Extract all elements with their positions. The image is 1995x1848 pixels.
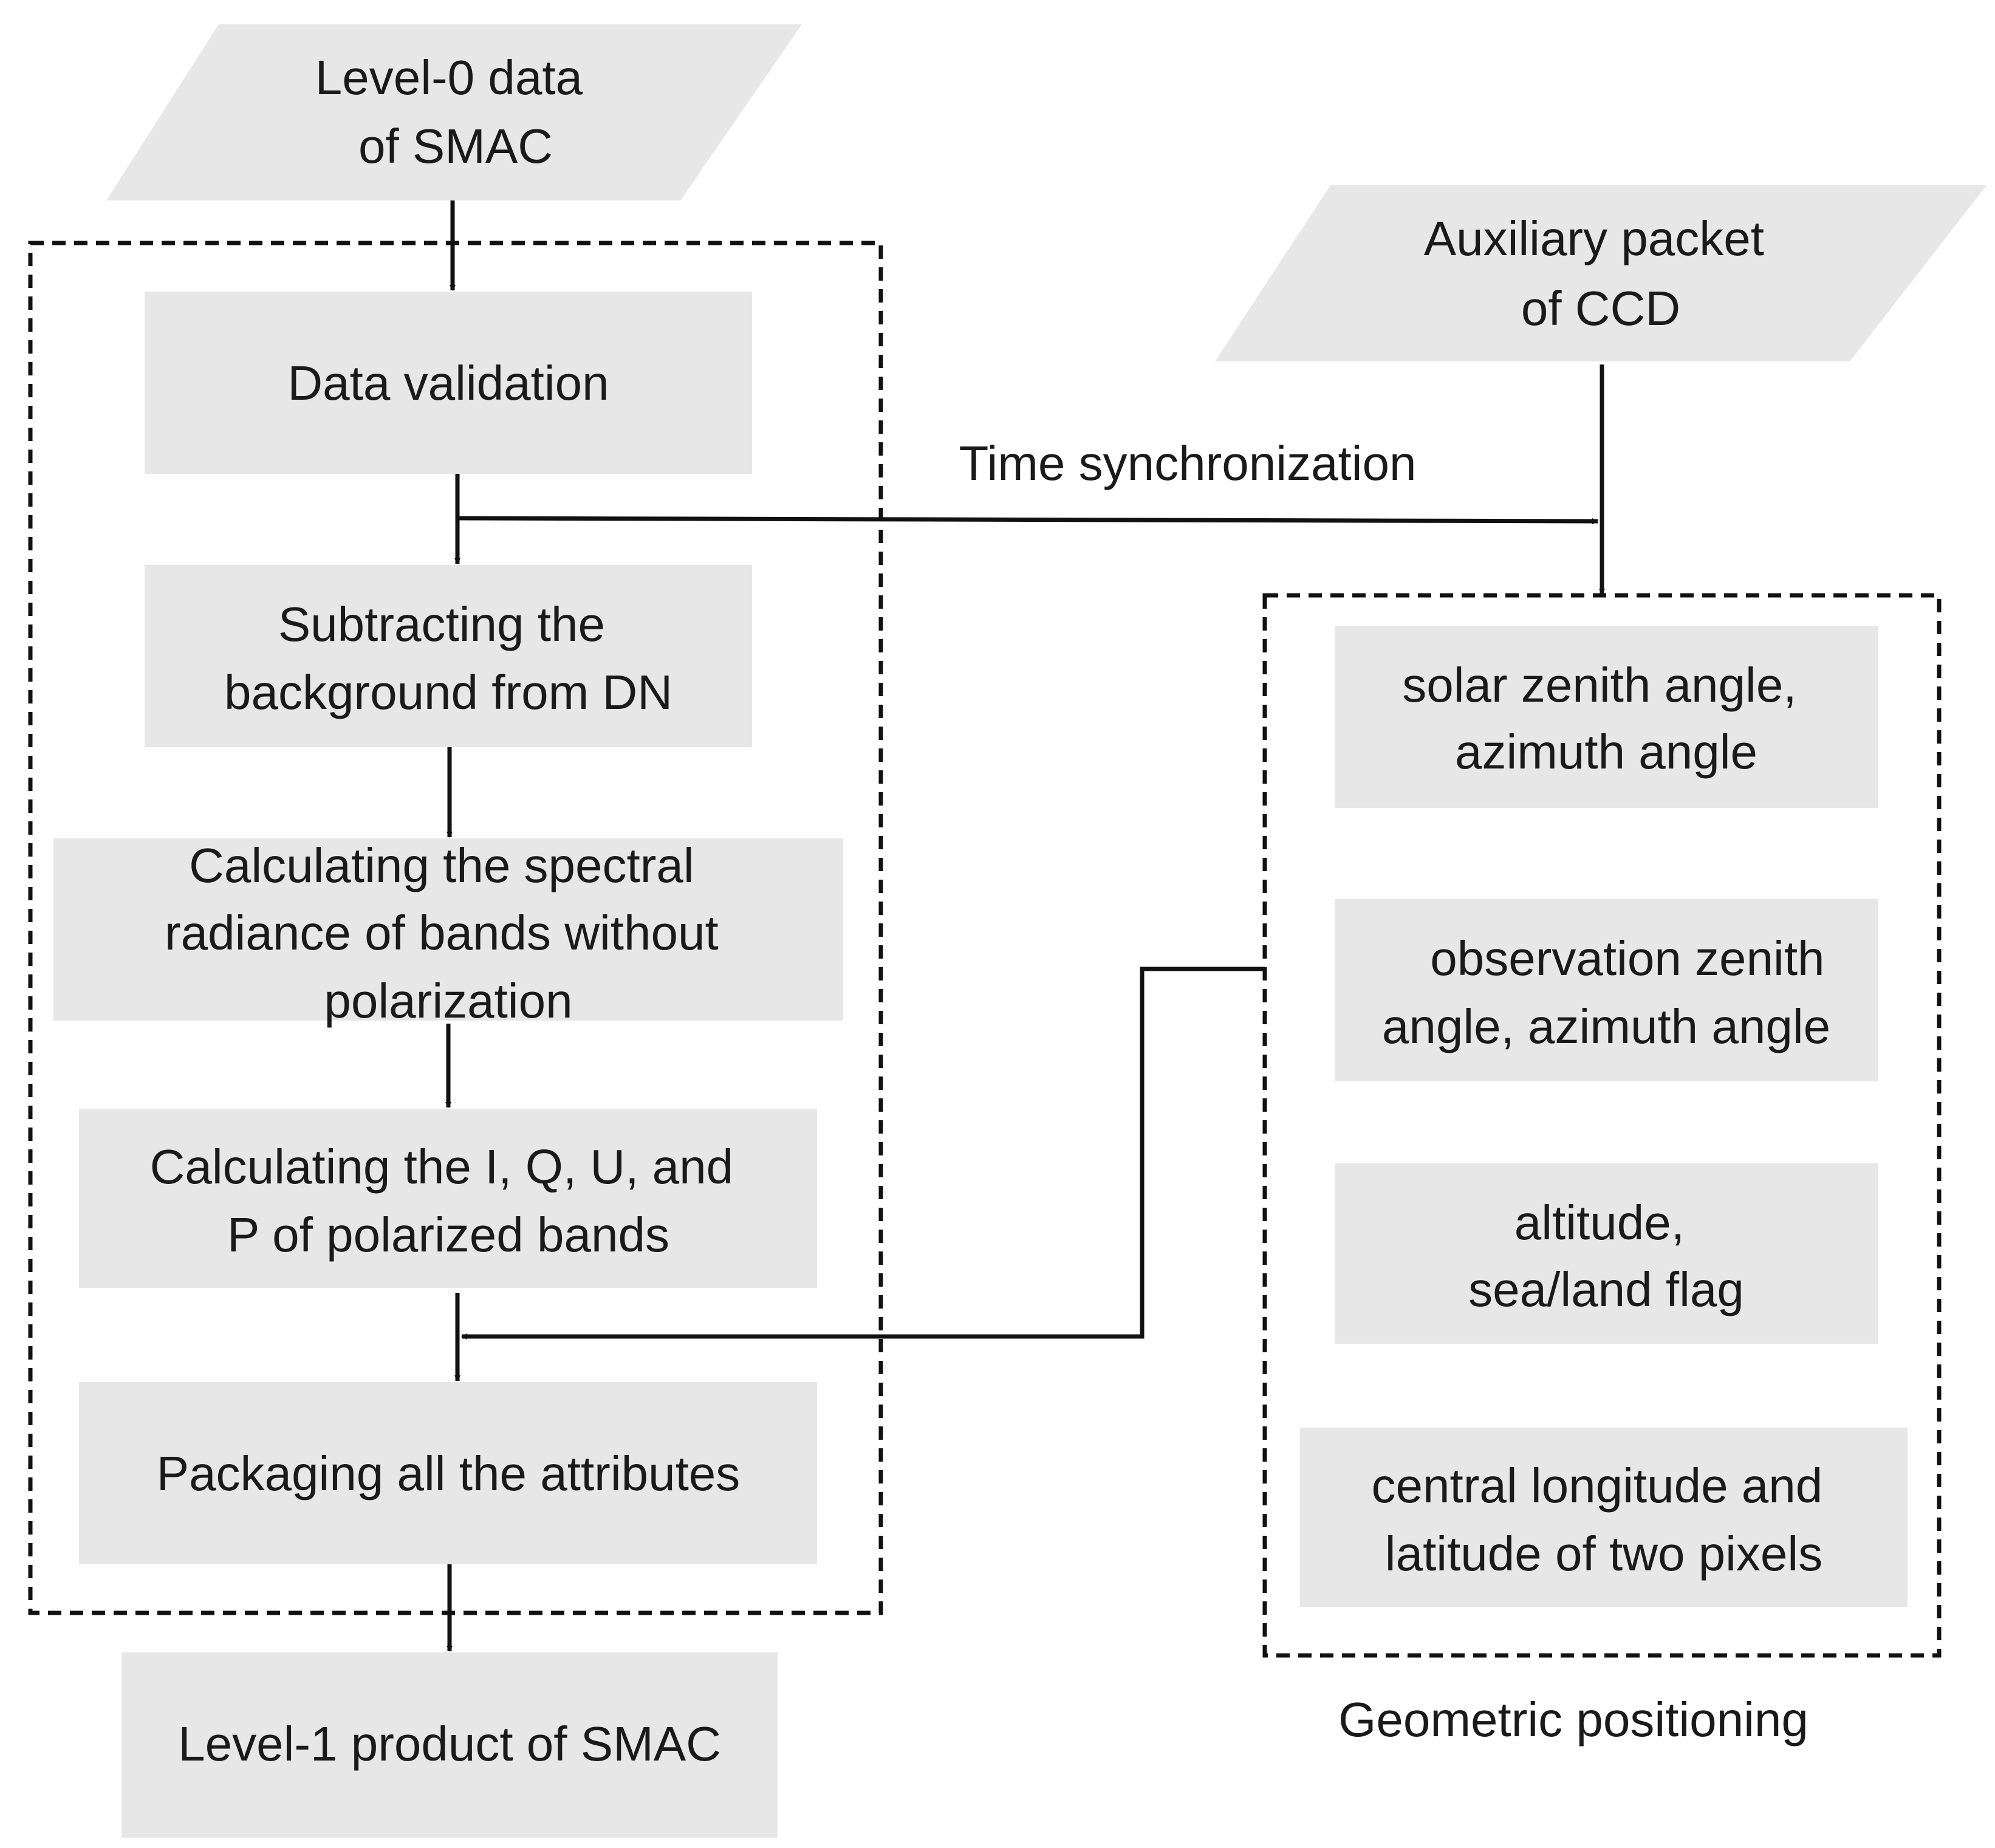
box-shape [1300, 1428, 1908, 1607]
box-shape [79, 1109, 817, 1288]
output-level1-product: Level-1 product of SMAC [121, 1652, 778, 1838]
box-shape [145, 565, 752, 747]
geo-observation-text: observation zenith angle, azimuth angle [1382, 931, 1838, 1053]
step-subtract-background: Subtracting the background from DN [145, 565, 752, 747]
step-iqup-text: Calculating the I, Q, U, and P of polari… [150, 1140, 747, 1262]
step-packaging-text: Packaging all the attributes [157, 1446, 741, 1501]
box-shape [79, 1382, 817, 1564]
input-level0-data: Level-0 data of SMAC [106, 24, 802, 200]
geo-altitude-flag: altitude, sea/land flag [1335, 1163, 1878, 1344]
box-shape [1335, 899, 1878, 1081]
box-shape [121, 1652, 778, 1838]
box-shape [53, 838, 843, 1021]
time-sync-label: Time synchronization [959, 436, 1417, 490]
arrow-geometric-to-packaging [461, 967, 1265, 1340]
box-shape [1335, 626, 1878, 808]
step-packaging: Packaging all the attributes [79, 1382, 817, 1564]
input-level0-text: Level-0 data of SMAC [315, 50, 597, 173]
step-spectral-radiance: Calculating the spectral radiance of ban… [53, 838, 843, 1028]
geometric-group-label: Geometric positioning [1338, 1692, 1809, 1747]
geo-altitude-text: altitude, sea/land flag [1468, 1196, 1744, 1316]
geo-solar-text: solar zenith angle, azimuth angle [1402, 658, 1810, 779]
geo-observation-angles: observation zenith angle, azimuth angle [1335, 899, 1878, 1081]
input-auxiliary-packet: Auxiliary packet of CCD [1215, 185, 1986, 361]
input-auxiliary-text: Auxiliary packet of CCD [1424, 211, 1778, 335]
geometric-group-border [1262, 593, 1942, 1658]
output-level1-text: Level-1 product of SMAC [178, 1717, 721, 1771]
geo-solar-angles: solar zenith angle, azimuth angle [1335, 626, 1878, 808]
geo-central-lonlat: central longitude and latitude of two pi… [1300, 1428, 1908, 1607]
step-iqup: Calculating the I, Q, U, and P of polari… [79, 1109, 817, 1288]
box-shape [1335, 1163, 1878, 1344]
parallelogram-shape [1215, 185, 1986, 361]
step-subtract-background-text: Subtracting the background from DN [224, 597, 672, 719]
step-spectral-radiance-text: Calculating the spectral radiance of ban… [165, 838, 732, 1028]
box-shape [145, 292, 752, 474]
processing-group-border [28, 241, 883, 1615]
step-data-validation: Data validation [145, 292, 752, 474]
parallelogram-shape [106, 24, 802, 200]
connectors [445, 200, 1605, 1652]
geo-central-text: central longitude and latitude of two pi… [1371, 1459, 1836, 1581]
step-data-validation-text: Data validation [287, 356, 609, 410]
arrow-time-sync [457, 516, 1598, 524]
